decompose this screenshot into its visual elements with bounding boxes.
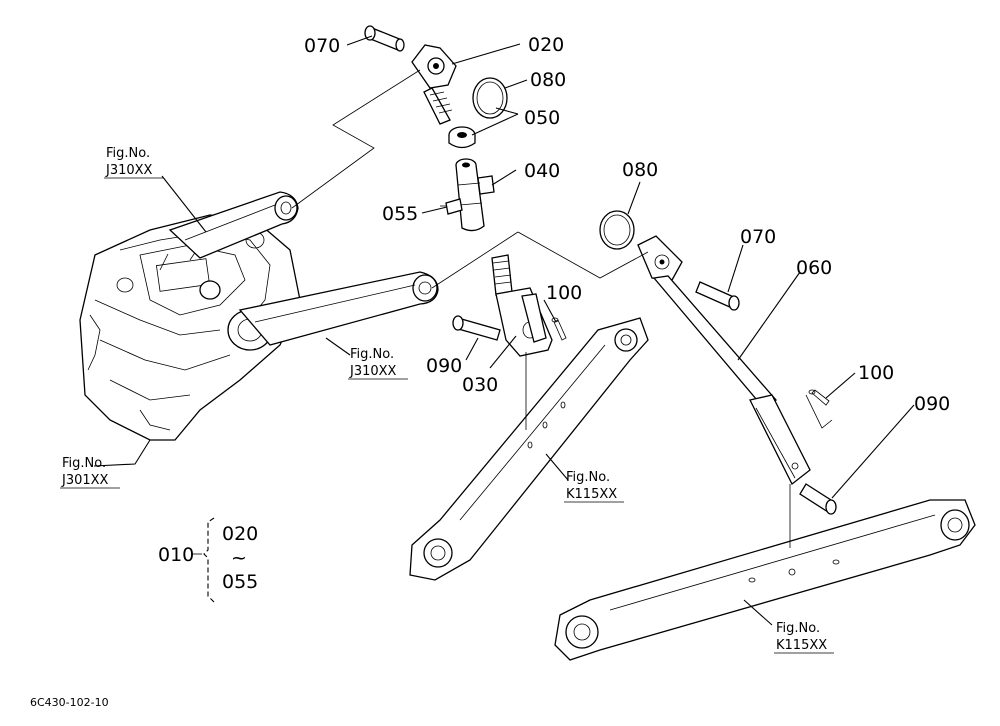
pin-090-left [452,315,501,341]
fig-ref-number: J310XX [349,364,397,379]
fig-ref-number: J310XX [105,163,153,178]
fig-ref-number: K115XX [776,638,827,653]
fig-ref-j310xx-upper: Fig.No. J310XX [104,146,164,179]
lift-rod-060 [637,235,811,485]
fig-ref-k115xx-right: Fig.No. K115XX [774,621,834,654]
label-060: 060 [796,257,832,279]
fig-ref-label: Fig.No. [350,347,394,362]
nut-050 [448,126,476,149]
label-100-mid: 100 [546,282,582,304]
label-020: 020 [528,34,564,56]
label-030: 030 [462,374,498,396]
fig-ref-j310xx-lower: Fig.No. J310XX [348,347,408,380]
label-090-right: 090 [914,393,950,415]
spring-ring-080-top [472,77,508,119]
fig-ref-k115xx-mid: Fig.No. K115XX [564,470,624,503]
pin-070-top [364,25,405,52]
leader-lines [93,35,915,626]
turnbuckle-040 [455,158,495,232]
lower-link-mid [409,317,649,581]
spring-ring-080-mid [599,210,635,250]
label-090-left: 090 [426,355,462,377]
label-080-mid: 080 [622,159,658,181]
clevis-030 [491,254,553,357]
fig-ref-label: Fig.No. [62,456,106,471]
label-040: 040 [524,160,560,182]
figure-references: Fig.No. J310XX Fig.No. J310XX Fig.No. J3… [60,146,834,654]
grease-fitting-055 [440,198,463,215]
assembly-parent-label: 010 [158,544,194,566]
assembly-group: 010 020 ~ 055 [158,517,258,603]
label-050: 050 [524,107,560,129]
lift-arm-lower [238,271,439,346]
pin-090-right [799,483,837,515]
connection-lines [291,69,833,548]
lift-arm-upper [168,191,299,259]
fig-ref-label: Fig.No. [566,470,610,485]
fig-ref-label: Fig.No. [776,621,820,636]
label-055: 055 [382,203,418,225]
assembly-from-label: 020 [222,523,258,545]
fig-ref-j301xx: Fig.No. J301XX [60,456,120,489]
label-070-top: 070 [304,35,340,57]
pin-070-right [695,281,740,311]
part-labels: 070 020 080 050 040 055 080 070 060 100 … [304,34,950,415]
fig-ref-number: K115XX [566,487,617,502]
cotter-pin-100-right [808,389,830,406]
diagram-code: 6C430-102-10 [30,696,109,709]
assembly-to-label: 055 [222,571,258,593]
clevis-020 [411,44,457,125]
cotter-pin-100-mid [551,317,567,341]
lower-link-right [554,499,976,661]
fig-ref-label: Fig.No. [106,146,150,161]
label-070-right: 070 [740,226,776,248]
label-080-top: 080 [530,69,566,91]
fig-ref-number: J301XX [61,473,109,488]
assembly-tilde: ~ [231,547,247,569]
label-100-right: 100 [858,362,894,384]
